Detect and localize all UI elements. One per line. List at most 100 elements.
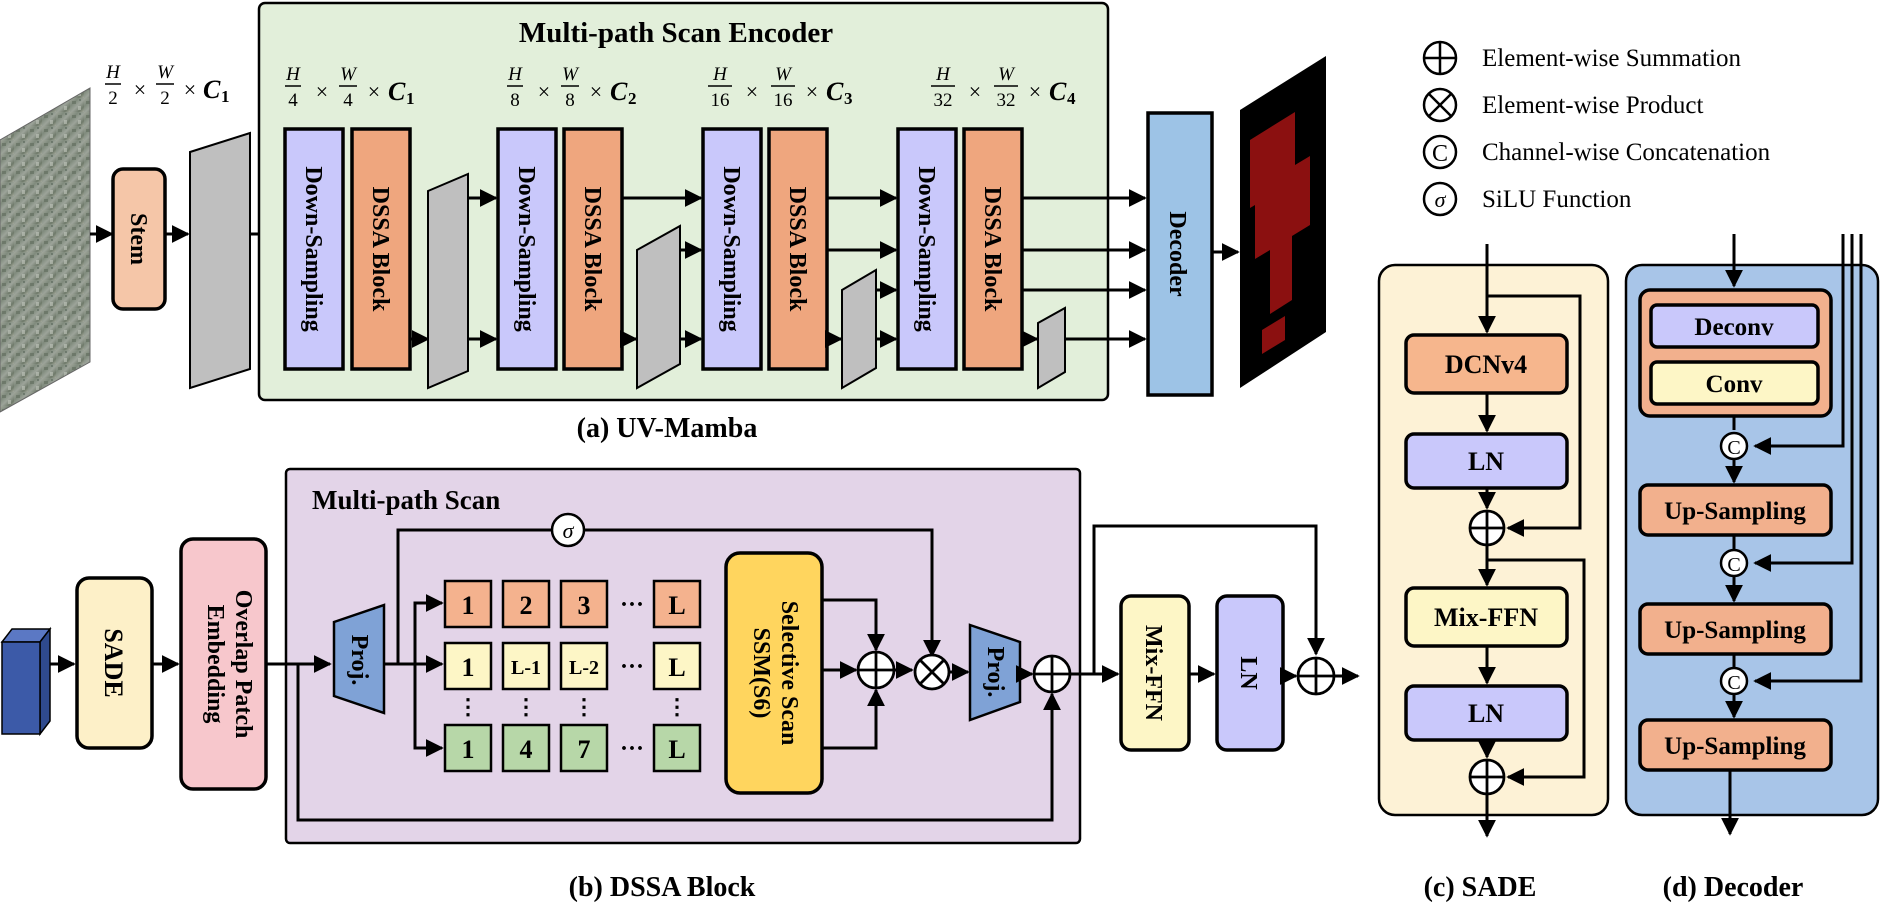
- svg-text:H: H: [935, 64, 951, 85]
- svg-text:2: 2: [520, 591, 533, 620]
- svg-text:8: 8: [565, 90, 575, 111]
- deconv-box: [1649, 303, 1820, 349]
- caption-c: (c) SADE: [1424, 872, 1537, 903]
- svg-text:1: 1: [462, 591, 475, 620]
- svg-text:×: ×: [134, 77, 146, 102]
- down-sampling-box-2: [496, 127, 558, 371]
- down-sampling-label-2: Down-Sampling: [513, 166, 539, 331]
- svg-text:×: ×: [538, 79, 550, 104]
- dssa-block-box-2: [562, 127, 624, 371]
- svg-text:C: C: [610, 77, 628, 106]
- dssa-block-box-3: [767, 127, 829, 371]
- caption-d: (d) Decoder: [1663, 872, 1804, 903]
- svg-text:×: ×: [590, 79, 602, 104]
- svg-text:2: 2: [628, 89, 637, 108]
- conv-label: Conv: [1706, 371, 1763, 398]
- svg-text:2: 2: [108, 88, 118, 109]
- svg-text:⋮: ⋮: [666, 694, 688, 719]
- up-sampling-label-1: Up-Sampling: [1664, 498, 1806, 525]
- input-cube: [0, 626, 52, 737]
- svg-text:···: ···: [620, 592, 644, 618]
- dssa-block-label-4: DSSA Block: [979, 187, 1005, 312]
- encoder-title: Multi-path Scan Encoder: [519, 17, 833, 49]
- dssa-block-box-1: [350, 127, 412, 371]
- proj-in-trapezoid: [332, 603, 386, 715]
- selective-scan-ssm-box: [724, 551, 824, 795]
- svg-text:1: 1: [406, 89, 415, 108]
- multi-path-scan-title: Multi-path Scan: [312, 485, 500, 515]
- dim-label-0: H 2 × W 2 × C 1: [105, 62, 230, 109]
- svg-text:×: ×: [746, 79, 758, 104]
- svg-text:H: H: [105, 62, 121, 83]
- svg-text:H: H: [285, 64, 301, 85]
- stem-label: Stem: [125, 213, 151, 265]
- svg-text:×: ×: [969, 79, 981, 104]
- caption-b: (b) DSSA Block: [569, 872, 756, 903]
- panel-b: SADE Overlap Patch Embedding Multi-path …: [0, 467, 1360, 903]
- feature-map-4: [841, 268, 877, 390]
- up-sampling-label-3: Up-Sampling: [1664, 733, 1806, 760]
- ln-label-c2: LN: [1468, 699, 1504, 728]
- dssa-block-label-1: DSSA Block: [367, 187, 393, 312]
- svg-text:×: ×: [316, 79, 328, 104]
- svg-text:×: ×: [184, 77, 196, 102]
- up-sampling-label-2: Up-Sampling: [1664, 617, 1806, 644]
- svg-text:L: L: [668, 591, 685, 620]
- ln-label-b: LN: [1235, 656, 1261, 690]
- ssm-label-1: Selective Scan: [776, 601, 802, 746]
- panel-a: H 2 × W 2 × C 1 Stem Multi-path Scan Enc…: [0, 1, 1326, 444]
- deconv-label: Deconv: [1694, 314, 1774, 341]
- svg-text:C: C: [388, 77, 406, 106]
- svg-text:16: 16: [774, 90, 793, 111]
- dim-label-1: H 4 × W 4 × C 1: [285, 64, 415, 111]
- svg-text:H: H: [507, 64, 523, 85]
- legend-label-summation: Element-wise Summation: [1482, 45, 1741, 72]
- svg-text:1: 1: [462, 735, 475, 764]
- down-sampling-label-4: Down-Sampling: [913, 166, 939, 331]
- down-sampling-label-3: Down-Sampling: [718, 166, 744, 331]
- caption-a: (a) UV-Mamba: [577, 413, 758, 444]
- conv-box: [1649, 360, 1820, 406]
- feature-map-2: [427, 172, 469, 390]
- svg-text:7: 7: [578, 735, 591, 764]
- decoder-label: Decoder: [1164, 211, 1190, 297]
- stem-box: [111, 167, 167, 311]
- legend-label-product: Element-wise Product: [1482, 92, 1704, 119]
- svg-text:L: L: [668, 735, 685, 764]
- svg-text:W: W: [562, 64, 580, 85]
- svg-text:16: 16: [711, 90, 730, 111]
- svg-text:L: L: [668, 653, 685, 682]
- svg-text:×: ×: [1029, 79, 1041, 104]
- scan-row-1: 1 2 3 ··· L: [443, 579, 702, 629]
- legend: Element-wise Summation Element-wise Prod…: [1422, 40, 1771, 217]
- segmentation-output-map: [1240, 56, 1326, 388]
- down-sampling-box-3: [701, 127, 763, 371]
- satellite-input-image: [0, 87, 91, 413]
- svg-text:σ: σ: [1435, 187, 1447, 212]
- svg-text:×: ×: [368, 79, 380, 104]
- svg-text:C: C: [1727, 554, 1740, 576]
- feature-map-1: [189, 131, 251, 390]
- panel-c: DCNv4 LN Mix-FFN LN (c) SADE: [1377, 244, 1610, 903]
- panel-d: Deconv Conv C Up-Sampling C Up-Sampling …: [1624, 234, 1880, 903]
- proj-in-label: Proj.: [346, 635, 372, 686]
- svg-text:W: W: [340, 64, 358, 85]
- feature-map-3: [636, 224, 681, 390]
- mix-ffn-label-c: Mix-FFN: [1434, 603, 1538, 632]
- svg-text:4: 4: [288, 90, 298, 111]
- legend-label-silu: SiLU Function: [1482, 186, 1632, 213]
- dim-label-4: H 32 × W 32 × C 4: [931, 64, 1076, 111]
- svg-text:···: ···: [620, 736, 644, 762]
- svg-text:⋮: ⋮: [573, 694, 595, 719]
- svg-text:L-1: L-1: [511, 657, 541, 679]
- svg-text:1: 1: [221, 87, 230, 106]
- mix-ffn-label-b: Mix-FFN: [1140, 625, 1166, 722]
- svg-text:W: W: [998, 64, 1016, 85]
- overlap-patch-label-2: Embedding: [202, 605, 228, 724]
- down-sampling-label-1: Down-Sampling: [300, 166, 326, 331]
- svg-text:C: C: [1727, 437, 1740, 459]
- svg-text:3: 3: [844, 89, 853, 108]
- svg-text:32: 32: [997, 90, 1016, 111]
